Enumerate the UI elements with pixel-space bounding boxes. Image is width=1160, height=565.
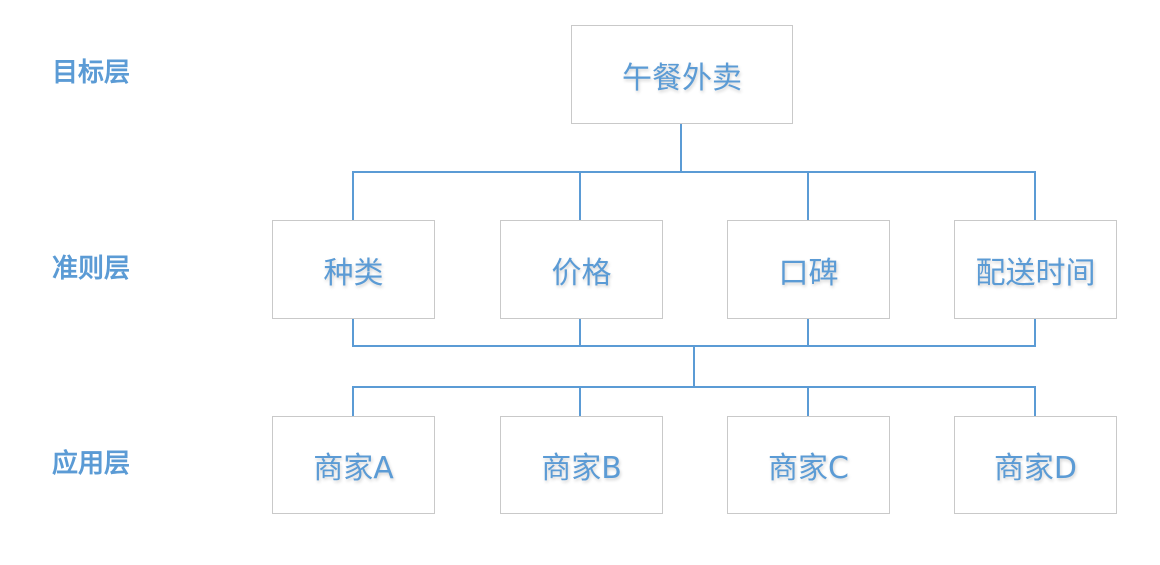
criterion-node-delivery-time: 配送时间 <box>954 220 1117 319</box>
criterion-node-reputation: 口碑 <box>727 220 890 319</box>
alternative-node-c: 商家C <box>727 416 890 514</box>
alternative-node-d: 商家D <box>954 416 1117 514</box>
criteria-layer-label: 准则层 <box>52 254 131 284</box>
criterion-node-variety: 种类 <box>272 220 435 319</box>
alternative-node-b: 商家B <box>500 416 663 514</box>
alternatives-layer-label: 应用层 <box>52 449 131 479</box>
goal-layer-label: 目标层 <box>52 58 131 88</box>
criterion-node-price: 价格 <box>500 220 663 319</box>
alternative-node-a: 商家A <box>272 416 435 514</box>
goal-node: 午餐外卖 <box>571 25 793 124</box>
